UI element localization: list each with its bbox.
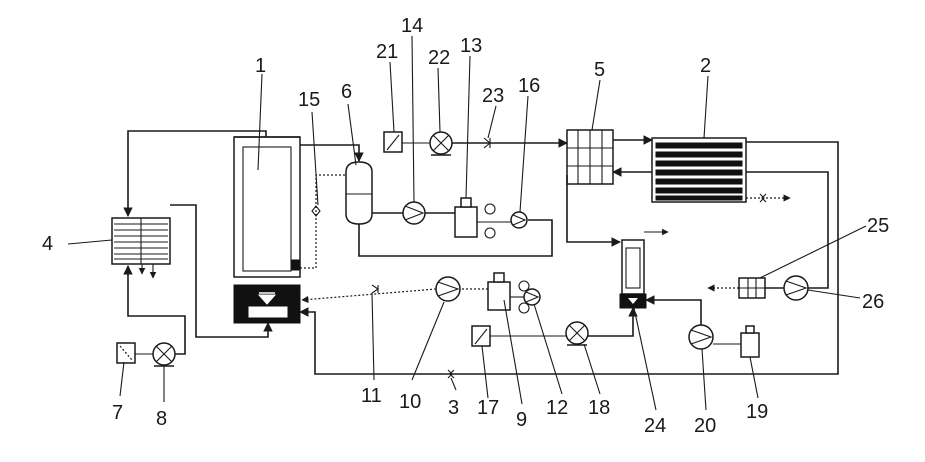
column-24	[620, 240, 646, 308]
label-21: 21	[376, 41, 398, 63]
label-17: 17	[477, 397, 499, 419]
tank-19	[741, 326, 759, 357]
label-13: 13	[460, 35, 482, 57]
label-11: 11	[361, 385, 382, 407]
reactor-base-unit	[234, 285, 300, 323]
label-22: 22	[428, 47, 450, 69]
tube-bundle-2	[652, 138, 790, 202]
label-10: 10	[399, 391, 421, 413]
pump-16	[511, 212, 527, 228]
fan-8	[153, 343, 175, 366]
pump-12	[524, 289, 540, 305]
heat-exchanger-5	[567, 130, 613, 184]
label-26: 26	[862, 291, 884, 313]
label-1: 1	[255, 55, 266, 77]
condenser-4	[112, 218, 170, 264]
label-14: 14	[401, 15, 423, 37]
separator-vessel-6	[346, 162, 372, 224]
pump-26	[784, 276, 808, 300]
fan-18	[566, 322, 588, 345]
label-25: 25	[867, 215, 889, 237]
pump-10	[436, 277, 460, 301]
label-20: 20	[694, 415, 716, 437]
label-4: 4	[42, 233, 53, 255]
label-24: 24	[644, 415, 666, 437]
pump-20	[689, 325, 713, 349]
pump-14	[403, 202, 425, 224]
tank-13	[455, 198, 477, 237]
filter-21	[384, 132, 402, 152]
filter-17	[472, 326, 490, 346]
label-3: 3	[448, 397, 459, 419]
reactor-tank	[234, 137, 300, 277]
label-7: 7	[112, 402, 123, 424]
label-19: 19	[746, 401, 768, 423]
label-15: 15	[298, 89, 320, 111]
filter-7	[117, 343, 135, 363]
label-5: 5	[594, 59, 605, 81]
unit-25	[739, 278, 765, 298]
label-8: 8	[156, 408, 167, 430]
label-16: 16	[518, 75, 540, 97]
label-9: 9	[516, 409, 527, 431]
label-23: 23	[482, 85, 504, 107]
label-2: 2	[700, 55, 711, 77]
fan-22	[430, 132, 452, 155]
label-6: 6	[341, 81, 352, 103]
label-18: 18	[588, 397, 610, 419]
tank-9	[488, 273, 510, 310]
label-12: 12	[546, 397, 568, 419]
